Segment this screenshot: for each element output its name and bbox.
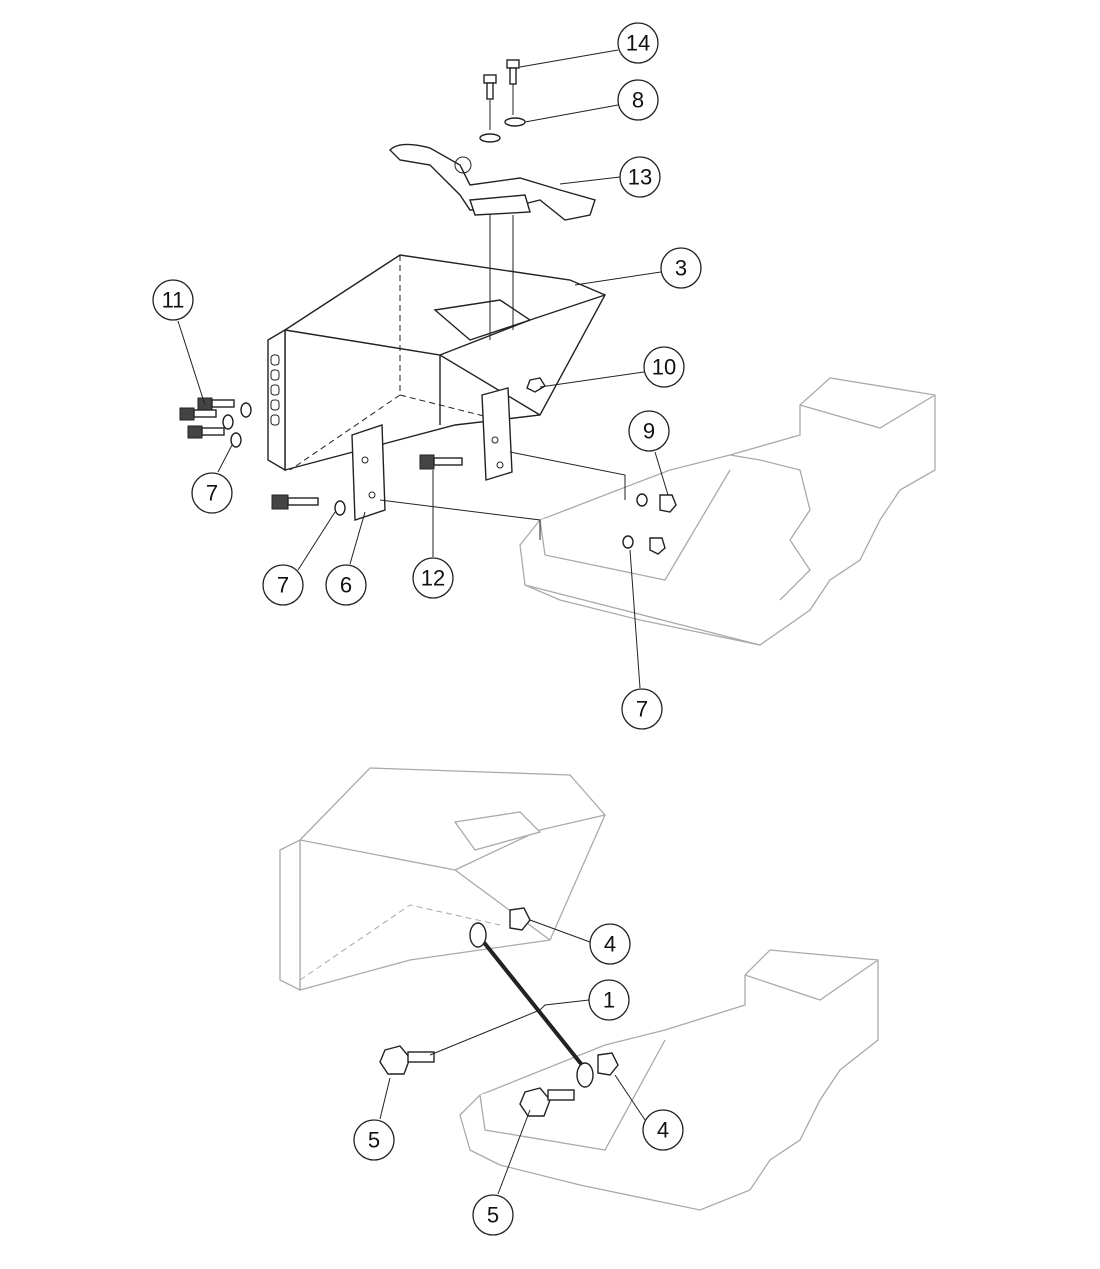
cover-box-ghost bbox=[279, 767, 606, 992]
callout-4: 4 bbox=[589, 923, 631, 965]
hinge-part-6 bbox=[351, 387, 513, 521]
svg-text:7: 7 bbox=[206, 481, 218, 506]
callout-7: 7 bbox=[191, 472, 233, 514]
callout-10: 10 bbox=[643, 346, 685, 388]
svg-text:14: 14 bbox=[626, 31, 650, 56]
svg-text:3: 3 bbox=[675, 256, 687, 281]
svg-text:12: 12 bbox=[421, 566, 445, 591]
latch-part-13 bbox=[389, 143, 596, 221]
strap-part-1 bbox=[469, 922, 594, 1088]
svg-text:11: 11 bbox=[162, 288, 185, 313]
washers-part-8 bbox=[479, 117, 526, 143]
svg-text:8: 8 bbox=[632, 88, 644, 113]
svg-text:10: 10 bbox=[652, 355, 676, 380]
callout-8: 8 bbox=[617, 79, 659, 121]
callout-5: 5 bbox=[353, 1119, 395, 1161]
callout-4: 4 bbox=[642, 1109, 684, 1151]
callout-14: 14 bbox=[617, 22, 659, 64]
svg-text:4: 4 bbox=[657, 1118, 669, 1143]
svg-text:7: 7 bbox=[636, 697, 648, 722]
screws-part-14 bbox=[483, 59, 520, 100]
leader-lines bbox=[177, 49, 669, 1195]
callout-13: 13 bbox=[619, 156, 661, 198]
svg-text:9: 9 bbox=[643, 419, 655, 444]
svg-text:1: 1 bbox=[603, 988, 615, 1013]
callout-1: 1 bbox=[588, 979, 630, 1021]
bolt-part-12 bbox=[419, 454, 463, 470]
callout-12: 12 bbox=[412, 557, 454, 599]
cover-box-part-3 bbox=[267, 254, 606, 472]
callout-7: 7 bbox=[262, 564, 304, 606]
callout-9: 9 bbox=[628, 410, 670, 452]
callout-6: 6 bbox=[325, 564, 367, 606]
svg-text:6: 6 bbox=[340, 573, 352, 598]
svg-text:7: 7 bbox=[277, 573, 289, 598]
svg-text:13: 13 bbox=[628, 165, 652, 190]
nuts-part-9-10 bbox=[526, 377, 677, 555]
svg-text:4: 4 bbox=[604, 932, 616, 957]
bolts-part-5 bbox=[379, 1045, 575, 1117]
nuts-part-4 bbox=[509, 907, 619, 1076]
callout-11: 11 bbox=[152, 279, 194, 321]
bolt-part-7 bbox=[271, 494, 346, 516]
callout-5: 5 bbox=[472, 1194, 514, 1236]
svg-text:5: 5 bbox=[368, 1128, 380, 1153]
callout-3: 3 bbox=[660, 247, 702, 289]
svg-text:5: 5 bbox=[487, 1203, 499, 1228]
callout-7: 7 bbox=[621, 688, 663, 730]
bolts-part-11 bbox=[179, 397, 252, 448]
chassis-tray-top bbox=[519, 377, 936, 646]
